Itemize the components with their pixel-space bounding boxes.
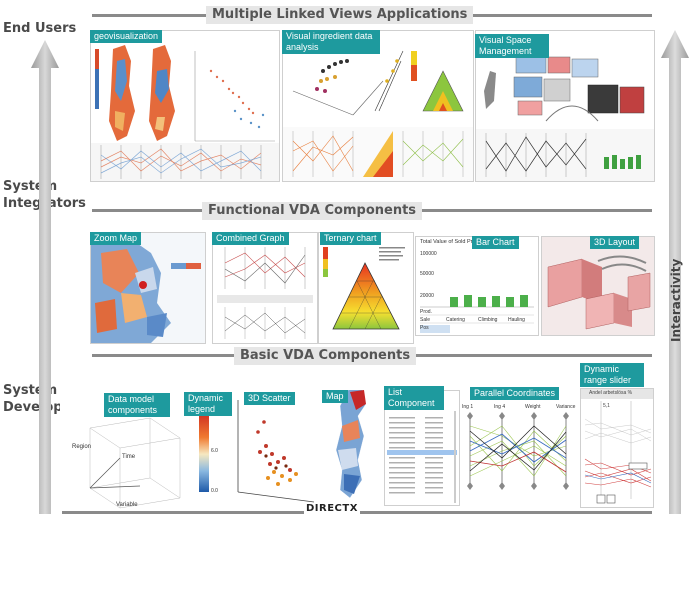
ingredient-analysis-panel[interactable] — [282, 30, 474, 182]
data-model-panel[interactable]: Region Time Variable — [60, 398, 185, 510]
bar-chart-row-label-1: Prod. — [420, 309, 432, 315]
bar-chart-cell-2: Climbing — [478, 317, 498, 323]
pc-axis-label-1: Ing 1 — [462, 404, 474, 410]
bar-chart-y-tick-3: 20000 — [420, 293, 434, 299]
space-management-panel[interactable] — [475, 30, 655, 182]
ternary-chart-tag: Ternary chart — [320, 232, 381, 245]
list-component-panel[interactable] — [384, 390, 460, 506]
ternary-chart-panel[interactable] — [318, 232, 414, 344]
band-title-top: Multiple Linked Views Applications — [206, 6, 474, 24]
dynamic-range-slider-panel[interactable]: Andel arbetslösa % 5,1 — [580, 388, 654, 508]
pc-axis-label-4: Variance — [556, 404, 576, 410]
combined-graph-tag: Combined Graph — [212, 232, 289, 245]
left-up-arrow-icon — [31, 40, 59, 514]
data-model-time-label: Time — [122, 454, 136, 460]
interactivity-axis-label: Interactivity — [669, 258, 683, 342]
directx-logo: DIRECTX — [304, 503, 360, 514]
parallel-coordinates-panel[interactable]: Ing 1 Ing 4 Weight Variance — [460, 396, 578, 506]
dynamic-legend-panel[interactable]: 11 6.0 0.0 — [187, 404, 229, 496]
range-slider-header: Andel arbetslösa % — [589, 390, 633, 396]
legend-tick-bottom: 0.0 — [211, 488, 218, 494]
tier-end-users: End Users — [3, 21, 77, 36]
geovisualization-panel[interactable] — [90, 30, 280, 182]
data-model-tag: Data model components — [104, 393, 170, 417]
bar-chart-header: Total Value of Sold Products — [420, 239, 489, 245]
bar-chart-y-tick-1: 100000 — [420, 251, 437, 257]
data-model-variable-label: Variable — [116, 502, 138, 508]
pc-axis-label-2: Ing 4 — [494, 404, 506, 410]
bar-chart-tag: Bar Chart — [472, 236, 519, 249]
zoom-map-tag: Zoom Map — [90, 232, 142, 245]
dynamic-legend-tag: Dynamic legend — [184, 392, 232, 416]
legend-tick-mid: 6.0 — [211, 448, 218, 454]
bar-chart-y-tick-2: 50000 — [420, 271, 434, 277]
bar-chart-cell-1: Catering — [446, 317, 465, 323]
right-up-arrow-icon — [661, 30, 689, 514]
data-model-region-label: Region — [72, 444, 92, 450]
map-tag: Map — [322, 390, 348, 403]
combined-graph-panel[interactable] — [212, 232, 318, 344]
band-title-bottom: Basic VDA Components — [234, 347, 417, 365]
band-title-middle: Functional VDA Components — [202, 202, 423, 220]
parallel-coordinates-tag: Parallel Coordinates — [470, 387, 560, 400]
3d-scatter-tag: 3D Scatter — [244, 392, 295, 405]
bar-chart-cell-3: Hauling — [508, 317, 525, 323]
3d-layout-tag: 3D Layout — [590, 236, 640, 249]
ingredient-analysis-tag: Visual ingredient data analysis — [282, 30, 380, 54]
zoom-map-panel[interactable] — [90, 232, 206, 344]
geovisualization-tag: geovisualization — [90, 30, 163, 43]
map-panel[interactable] — [322, 390, 384, 502]
bar-chart-panel[interactable]: Total Value of Sold Products 100000 5000… — [415, 236, 539, 336]
dynamic-range-slider-tag: Dynamic range slider — [580, 363, 644, 387]
pc-axis-label-3: Weight — [525, 404, 541, 410]
list-component-tag: List Component — [384, 386, 444, 410]
3d-layout-panel[interactable] — [541, 236, 655, 336]
bar-chart-row-label-3: Pos — [420, 325, 429, 331]
bar-chart-row-label-2: Sale — [420, 317, 431, 323]
range-slider-value: 5,1 — [603, 403, 610, 409]
space-management-tag: Visual Space Management — [475, 34, 549, 58]
3d-scatter-panel[interactable] — [230, 392, 322, 506]
